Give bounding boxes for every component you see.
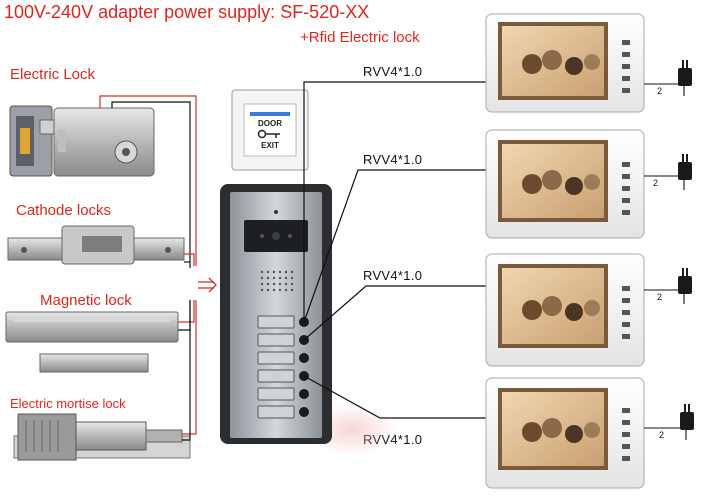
door-exit-button: DOOR EXIT xyxy=(231,89,309,171)
power-label-3: 2 xyxy=(657,292,663,302)
cable-label-2: RVV4*1.0 xyxy=(363,152,423,167)
electric-mortise-lock-label: Electric mortise lock xyxy=(10,396,126,411)
power-label-2: 2 xyxy=(653,178,659,188)
power-adapter-icon xyxy=(678,60,694,430)
monitor-cables xyxy=(303,81,488,419)
cathode-locks-label: Cathode locks xyxy=(16,202,112,219)
exit-text: EXIT xyxy=(261,141,279,150)
power-adapters xyxy=(644,83,687,440)
lock-wires xyxy=(99,95,197,441)
electric-lock-label: Electric Lock xyxy=(10,66,96,83)
connection-arrow-icon xyxy=(198,277,217,293)
diagram-title: 100V-240V adapter power supply: SF-520-X… xyxy=(4,2,370,22)
power-label-4: 2 xyxy=(659,430,665,440)
call-buttons xyxy=(257,315,309,419)
cable-label-3: RVV4*1.0 xyxy=(363,268,423,283)
indoor-monitor-1 xyxy=(485,13,645,113)
key-icon xyxy=(257,129,280,139)
magnetic-lock-image xyxy=(5,311,179,373)
diagram-subtitle: +Rfid Electric lock xyxy=(300,29,420,46)
power-label-1: 2 xyxy=(657,86,663,96)
indoor-monitor-3 xyxy=(485,253,645,367)
magnetic-lock-label: Magnetic lock xyxy=(40,292,132,309)
electric-lock-image xyxy=(9,105,155,177)
indoor-monitor-4 xyxy=(485,377,645,489)
indoor-monitor-2 xyxy=(485,129,645,239)
outdoor-call-panel xyxy=(220,184,332,444)
mortise-lock-image xyxy=(13,413,191,461)
speaker-grille xyxy=(260,270,294,292)
cathode-lock-image xyxy=(7,225,185,265)
door-text: DOOR xyxy=(258,119,282,128)
cable-label-1: RVV4*1.0 xyxy=(363,64,423,79)
